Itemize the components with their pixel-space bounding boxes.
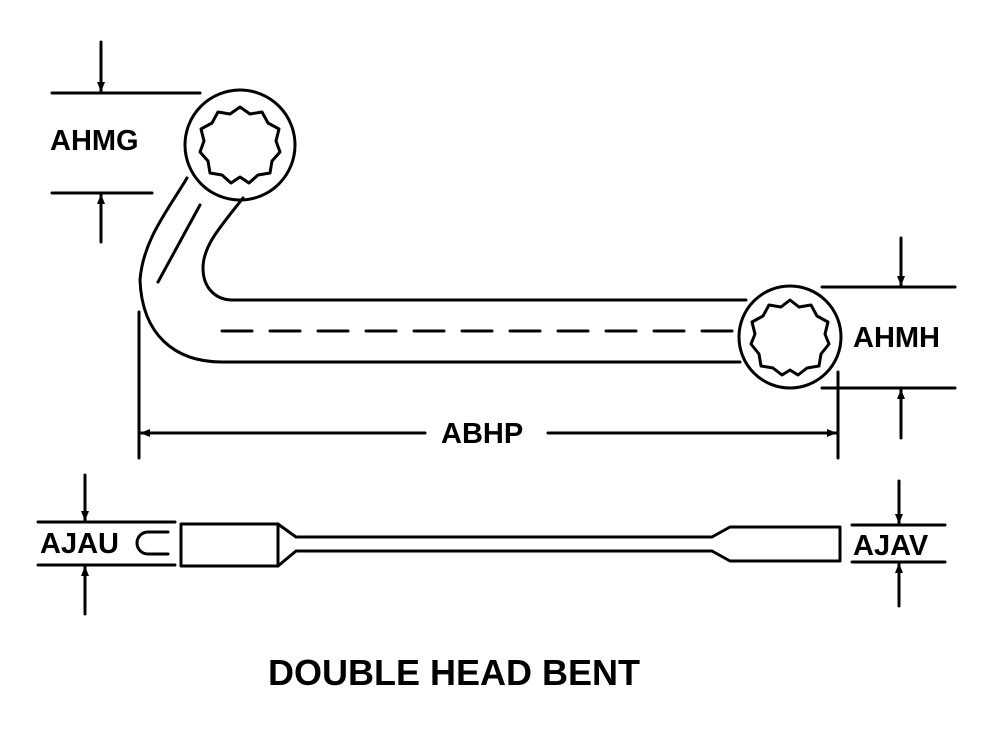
dimension-ajav bbox=[850, 479, 947, 608]
dimension-ahmh bbox=[820, 236, 957, 440]
dimension-ajau bbox=[36, 473, 177, 616]
left-head-side-tab bbox=[135, 530, 170, 556]
wrench-top-view bbox=[138, 88, 843, 390]
left-head-side bbox=[179, 522, 280, 568]
right-box-head bbox=[737, 284, 843, 390]
bend-edge-line bbox=[156, 203, 202, 284]
label-abhp: ABHP bbox=[441, 418, 524, 450]
dimension-ahmg bbox=[50, 40, 202, 244]
handle-side-profile bbox=[276, 522, 842, 568]
dimension-abhp bbox=[137, 310, 840, 460]
diagram-title: DOUBLE HEAD BENT bbox=[268, 652, 641, 693]
left-box-twelve-point bbox=[198, 105, 282, 185]
label-ajau: AJAU bbox=[40, 528, 119, 560]
handle-inner-edge bbox=[201, 196, 748, 302]
wrench-side-view bbox=[135, 522, 842, 568]
label-ahmh: AHMH bbox=[853, 322, 940, 354]
label-ahmg: AHMG bbox=[50, 125, 139, 157]
label-ajav: AJAV bbox=[853, 530, 929, 562]
right-box-twelve-point bbox=[749, 298, 831, 377]
handle-outer-edge bbox=[138, 176, 742, 364]
